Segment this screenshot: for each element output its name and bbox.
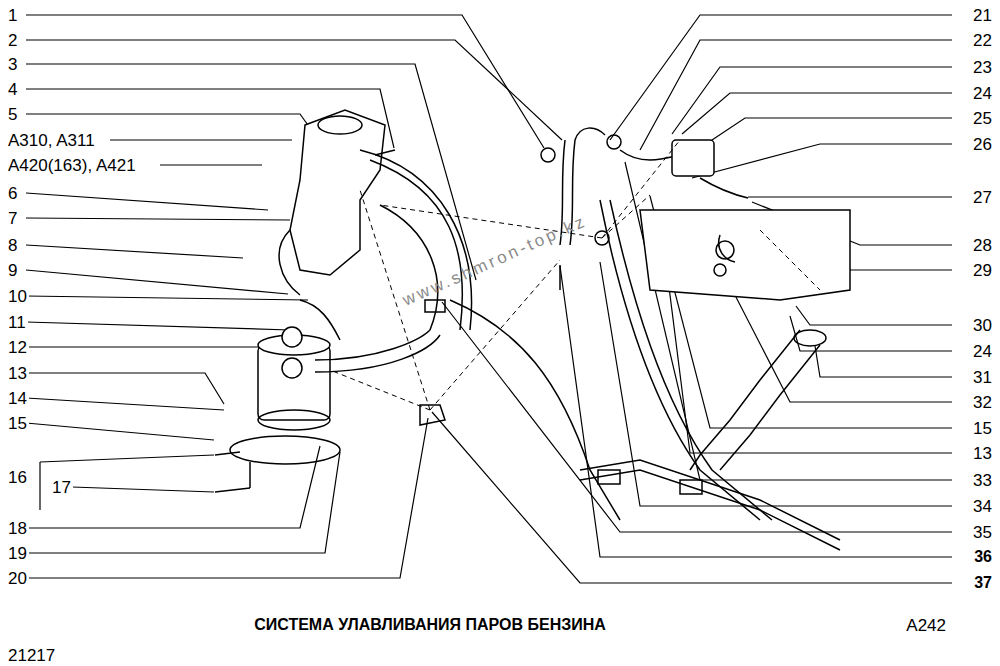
callout-number: 2 [6,32,19,49]
callout-number: 29 [971,262,994,279]
callout-number: 17 [50,479,73,496]
callout-number: 23 [971,59,994,76]
callout-number: 11 [6,314,28,331]
callout-number: 16 [6,469,29,486]
diagram-title: СИСТЕМА УЛАВЛИВАНИЯ ПАРОВ БЕНЗИНА [252,617,608,633]
callout-number: 9 [6,262,19,279]
watermark: A242 [904,617,948,634]
callout-number: 32 [971,394,994,411]
callout-number: 27 [971,189,994,206]
callout-number: 24 [971,85,994,102]
callout-number: 14 [6,390,29,407]
callout-number: 24 [971,343,994,360]
model-code: 37 [972,575,994,591]
callout-number: 31 [971,369,994,386]
callout-number: www.shmron-top.kz [401,212,590,309]
parts-drawing [215,110,850,550]
callout-number: 15 [971,420,994,437]
callout-number: 26 [971,136,994,153]
drawing-code: 36 [972,549,994,565]
callout-number: 28 [971,237,994,254]
callout-number: A310, A311 [6,132,97,149]
callout-number: 21 [971,7,994,24]
callout-number: 25 [971,110,994,127]
callout-number: 33 [971,472,994,489]
callout-number: 5 [6,106,19,123]
callout-number: 10 [6,288,29,305]
callout-number: 15 [6,415,29,432]
callout-number: 13 [971,445,994,462]
callout-number: 7 [6,210,19,227]
callout-number: 1 [6,7,19,24]
callout-number: 13 [6,365,29,382]
callout-number: A420(163), A421 [6,157,138,174]
assembly-dash-lines [330,140,820,410]
callout-number: 30 [971,317,994,334]
callout-number: 6 [6,185,19,202]
callout-number: 20 [6,570,29,587]
callout-number: 12 [6,339,29,356]
callout-number: 21217 [6,647,57,664]
callout-number: 8 [6,237,19,254]
callout-number: 35 [971,524,994,541]
callout-number: 22 [971,32,994,49]
callout-number: 3 [6,56,19,73]
callout-number: 19 [6,545,29,562]
callout-number: 4 [6,81,19,98]
callout-number: 18 [6,520,29,537]
leader-lines [26,15,952,583]
callout-number: 34 [971,498,994,515]
